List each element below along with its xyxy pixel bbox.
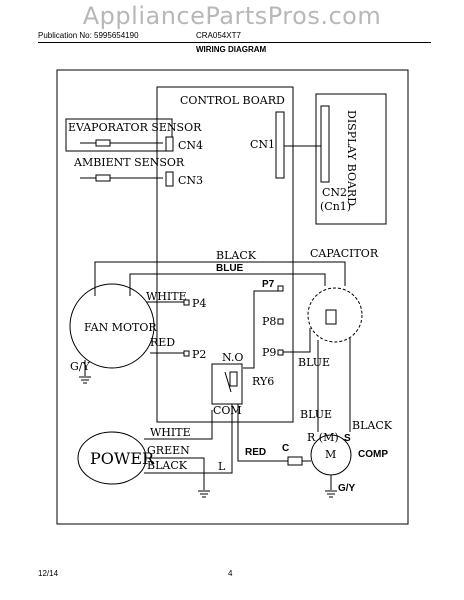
- green-power-wire: [146, 457, 205, 490]
- page-title: WIRING DIAGRAM: [196, 45, 267, 54]
- cn1-connector: [275, 111, 285, 179]
- p4-label: P4: [192, 297, 206, 310]
- white-power-wire: [144, 410, 213, 440]
- diagram-frame: [56, 69, 409, 525]
- control-board-label: CONTROL BOARD: [180, 94, 285, 107]
- ry6-switch: [224, 371, 232, 393]
- white-fan-wire-label: WHITE: [146, 290, 187, 303]
- red-fan-wire-label: RED: [150, 336, 175, 349]
- p9-label: P9: [262, 346, 276, 359]
- footer-page-number: 4: [228, 569, 233, 578]
- evaporator-sensor-box: [65, 118, 173, 152]
- blue-cap-wire-label: BLUE: [298, 356, 330, 369]
- r-m-label: R (M): [307, 431, 339, 444]
- relay-wire-top: [243, 290, 280, 369]
- blue-wire-top: [129, 273, 326, 296]
- control-board-box: [156, 86, 294, 423]
- c-label: C: [282, 443, 289, 454]
- publication-number: Publication No: 5995654190: [38, 31, 139, 40]
- black-power-wire-label: BLACK: [147, 459, 188, 472]
- black-comp-wire-label: BLACK: [352, 419, 393, 432]
- l-label: L: [218, 460, 226, 473]
- black-power-wire: [144, 404, 233, 474]
- display-board-connector: [320, 105, 330, 183]
- gy-comp-label: G/Y: [338, 483, 356, 494]
- watermark: AppliancePartsPros.com: [82, 2, 382, 30]
- footer-date: 12/14: [38, 569, 59, 578]
- p9-terminal: [277, 349, 284, 356]
- cn3-label: CN3: [178, 174, 203, 187]
- overload-protector: [287, 456, 303, 466]
- ry6-label: RY6: [252, 375, 274, 388]
- cn1-label: CN1: [250, 138, 275, 151]
- p7-label: P7: [262, 279, 275, 290]
- s-label: S: [344, 433, 351, 444]
- black-wire-top: [94, 261, 346, 296]
- p2-label: P2: [192, 348, 206, 361]
- cn2-label: CN2: [322, 186, 347, 199]
- ry6-relay-box: [211, 363, 243, 405]
- ambient-sensor-probe: [95, 174, 111, 182]
- fan-motor: [69, 283, 155, 369]
- p8-terminal: [277, 318, 284, 325]
- com-label: COM: [213, 404, 242, 417]
- p7-terminal: [277, 285, 284, 292]
- model-number: CRA054XT7: [196, 31, 241, 40]
- black-wire-label-top: BLACK: [216, 249, 257, 262]
- fan-motor-label: FAN MOTOR: [84, 321, 157, 334]
- cn3-connector: [165, 171, 174, 187]
- white-power-wire-label: WHITE: [150, 426, 191, 439]
- blue-cap-wire: [283, 328, 311, 353]
- ry6-coil: [229, 371, 238, 387]
- evaporator-sensor-label: EVAPORATOR SENSOR: [68, 121, 202, 134]
- capacitor: [307, 287, 363, 343]
- gy-fan-label: G/Y: [70, 360, 90, 373]
- cn4-connector: [165, 136, 174, 152]
- blue-comp-wire-label: BLUE: [300, 408, 332, 421]
- cn1-paren-label: (Cn1): [320, 200, 351, 213]
- power-label: POWER: [90, 449, 155, 468]
- p8-label: P8: [262, 315, 276, 328]
- green-power-wire-label: GREEN: [147, 444, 190, 457]
- cn4-label: CN4: [178, 139, 203, 152]
- comp-label: COMP: [358, 449, 388, 460]
- red-comp-wire-label: RED: [245, 447, 266, 458]
- display-board-label: DISPLAY BOARD: [345, 110, 358, 206]
- evaporator-sensor-probe: [95, 139, 111, 147]
- capacitor-label: CAPACITOR: [310, 247, 379, 260]
- ambient-sensor-label: AMBIENT SENSOR: [73, 156, 185, 169]
- display-board-box: [315, 93, 387, 225]
- p2-terminal: [183, 350, 190, 357]
- header-rule: [38, 42, 431, 43]
- no-label: N.O: [222, 351, 243, 364]
- m-label: M: [325, 448, 336, 461]
- capacitor-terminal: [325, 309, 337, 325]
- red-comp-wire: [237, 404, 290, 462]
- blue-wire-label-top: BLUE: [216, 263, 244, 274]
